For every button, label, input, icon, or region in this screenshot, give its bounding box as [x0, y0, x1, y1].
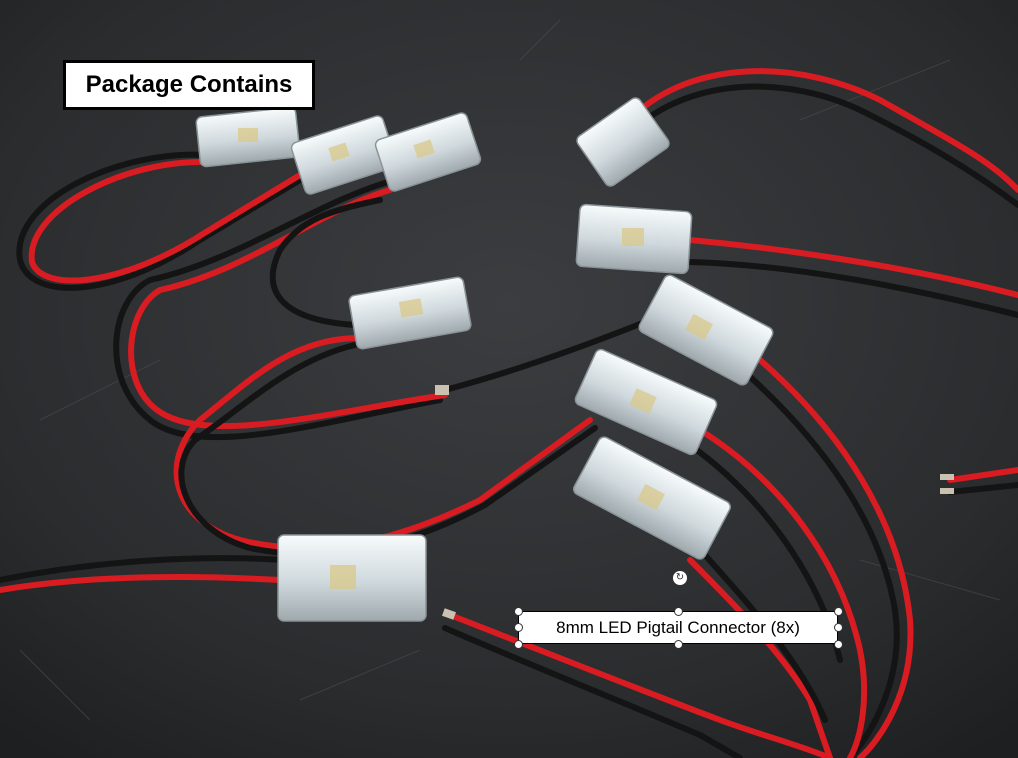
connector-4 — [576, 97, 670, 187]
resize-handle-middle-right[interactable] — [834, 623, 843, 632]
wires — [0, 68, 1018, 758]
resize-handle-bottom-left[interactable] — [514, 640, 523, 649]
package-contains-label: Package Contains — [63, 60, 315, 110]
resize-handle-bottom-middle[interactable] — [674, 640, 683, 649]
tinned-wire-tips — [435, 385, 954, 620]
resize-handle-top-left[interactable] — [514, 607, 523, 616]
rotate-icon[interactable]: ↻ — [672, 570, 688, 586]
resize-handle-top-middle[interactable] — [674, 607, 683, 616]
resize-handle-middle-left[interactable] — [514, 623, 523, 632]
connector-caption-textbox[interactable]: 8mm LED Pigtail Connector (8x) — [518, 611, 838, 644]
resize-handle-bottom-right[interactable] — [834, 640, 843, 649]
resize-handle-top-right[interactable] — [834, 607, 843, 616]
connector-contacts — [238, 128, 713, 589]
